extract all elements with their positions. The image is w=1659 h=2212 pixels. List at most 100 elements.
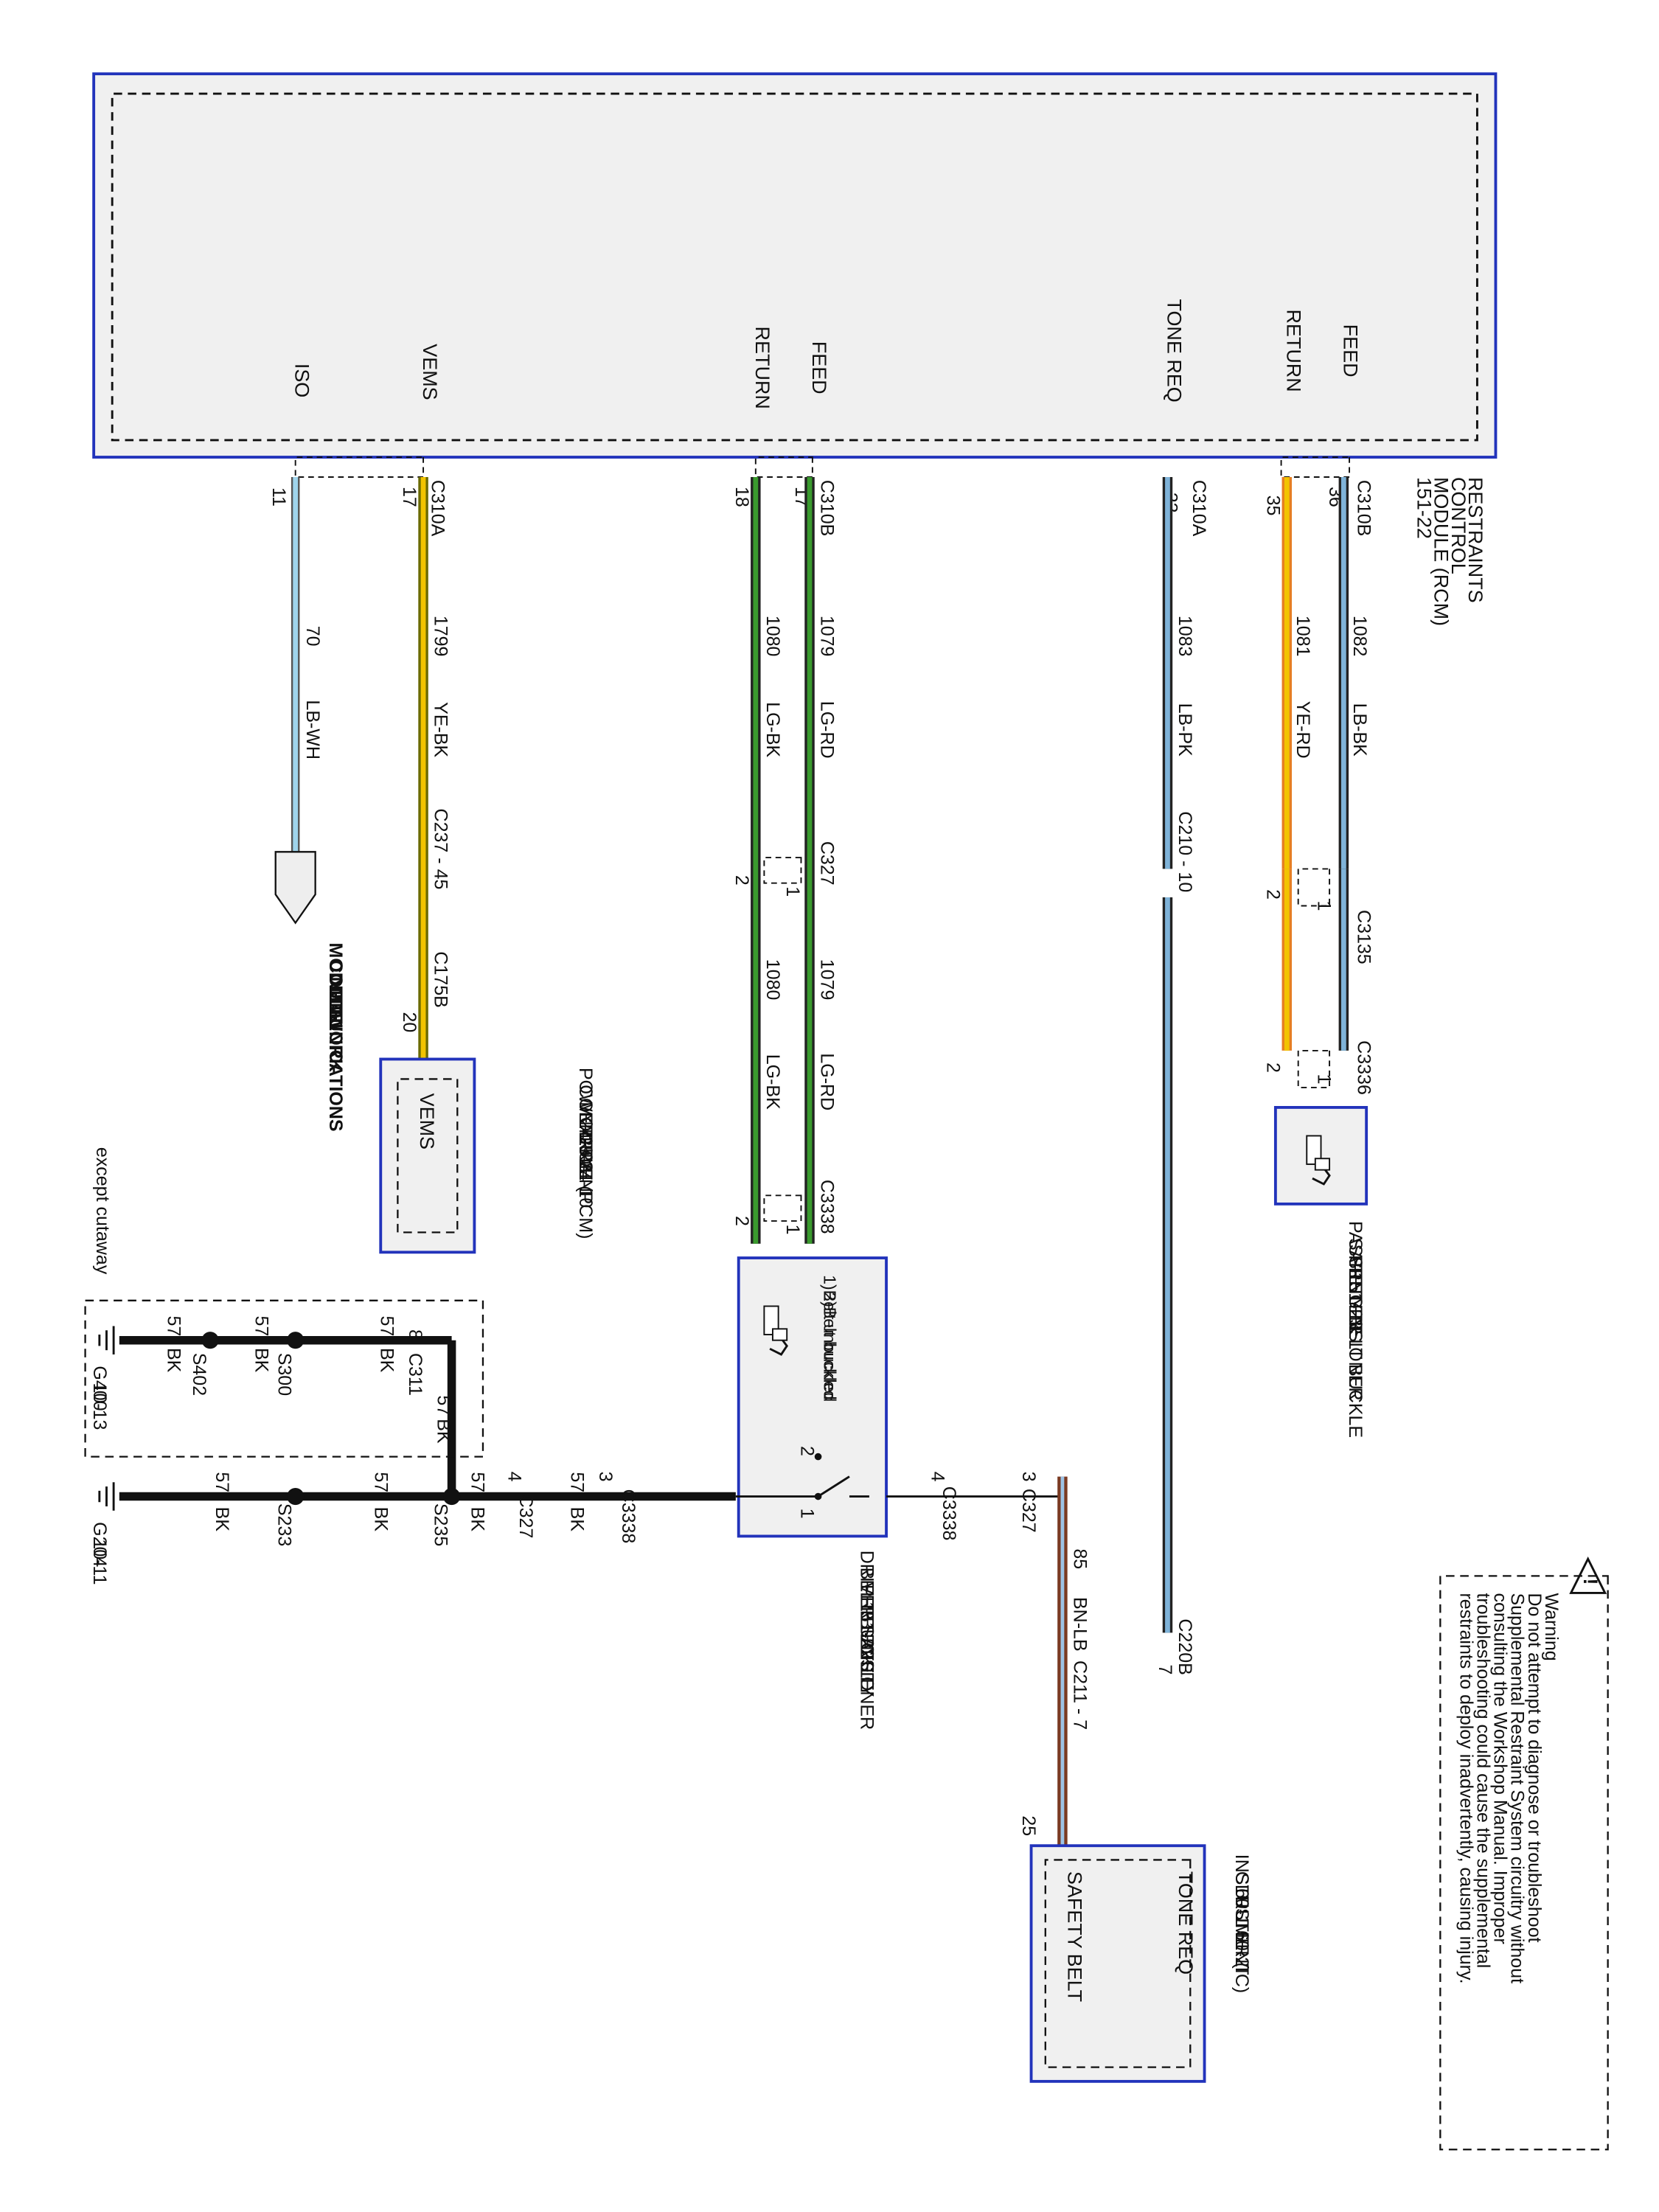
svg-text:C310B: C310B: [1354, 480, 1374, 536]
svg-text:CLUSTER (IC): CLUSTER (IC): [1231, 1871, 1252, 1993]
s233-label: S233: [274, 1503, 295, 1546]
svg-text:!: !: [1579, 1579, 1601, 1585]
gnd-wire-2: 57: [467, 1472, 488, 1492]
c1799-end-pin: 20: [399, 1012, 420, 1032]
svg-text:25-8: 25-8: [575, 1135, 596, 1172]
svg-text:SAFETY BELT BUCKLE: SAFETY BELT BUCKLE: [1345, 1238, 1366, 1438]
c1081-pin: 35: [1262, 495, 1283, 516]
splice-s300: [287, 1332, 305, 1349]
c327-upper-pin-2: 2: [731, 875, 752, 886]
gnd-wire-5: 57: [376, 1316, 397, 1337]
svg-text:CONTROL: CONTROL: [575, 1085, 596, 1175]
c70-pin: 11: [268, 487, 289, 507]
ground-circuit: 3 C3338 4 C327 57 BK 57 BK 57 BK 57 BK S…: [84, 1147, 818, 1585]
c1082-connector: C310B: [1354, 480, 1374, 536]
c1080-color: LG-BK: [762, 702, 783, 757]
mcn-line-2: COMMUNICATIONS: [325, 960, 346, 1132]
svg-text:COMMUNICATIONS: COMMUNICATIONS: [325, 960, 346, 1132]
gnd-wire-6: 57: [251, 1316, 272, 1337]
circuit-85: 4 C3338 3 C327 85 BN-LB C211 - 7 25: [886, 1472, 1090, 1846]
svg-text:troubleshooting could cause th: troubleshooting could cause the suppleme…: [1472, 1593, 1493, 1968]
s402-label: S402: [189, 1353, 209, 1396]
c1080-color-2: LG-BK: [762, 1054, 783, 1110]
svg-text:Warning: Warning: [1541, 1593, 1562, 1660]
driver-legend-1: 1)Belt unbuckled: [820, 1275, 839, 1402]
circuit-70: 11 70 LB-WH MODULE COMMUNICATIONS NETWOR…: [268, 476, 346, 1132]
s235-label: S235: [430, 1503, 451, 1546]
svg-text:DRIVER SAFETY: DRIVER SAFETY: [856, 1551, 877, 1697]
svg-text:NETWORK: NETWORK: [325, 977, 346, 1072]
gnd-c3338-pin: 3: [595, 1472, 616, 1482]
c3338-lower-label: C3338: [939, 1486, 959, 1541]
passenger-pretensioner-line-2: SAFETY BELT BUCKLE: [1345, 1238, 1366, 1438]
c85-color: BN-LB: [1069, 1597, 1090, 1652]
c3135-pin-2: 2: [1262, 889, 1283, 900]
mcn-line-4: 14-1: [325, 994, 346, 1031]
driver-pretensioner: 1)Belt unbuckled 2)Belt buckled 2 1 DRIV…: [737, 1256, 888, 1730]
c1079-connector: C310B: [816, 480, 837, 536]
driver-pretensioner-line-2: BELT BUCKLE: [856, 1568, 877, 1691]
gnd-color-1: BK: [566, 1507, 587, 1532]
network-arrow-icon: [274, 851, 316, 925]
c85-number: 85: [1069, 1548, 1090, 1569]
rcm-pin-iso: ISO: [291, 364, 313, 397]
gnd-c327-pin: 4: [504, 1472, 525, 1482]
warning-box: ! Warning Do not attempt to diagnose or …: [1439, 1557, 1609, 2151]
gnd-color-6: BK: [251, 1348, 272, 1373]
svg-text:BELT BUCKLE: BELT BUCKLE: [856, 1568, 877, 1691]
svg-text:G204: G204: [89, 1522, 110, 1567]
ic-line-1: INSTRUMENT: [1231, 1854, 1252, 1975]
svg-text:14-1: 14-1: [325, 994, 346, 1031]
svg-text:MODULE (PCM): MODULE (PCM): [575, 1102, 596, 1239]
pcm-line-2: CONTROL: [575, 1085, 596, 1175]
c85-start-connector: C327: [1018, 1489, 1039, 1533]
circuit-1083: C310A 23 1083 LB-PK C210 - 10 C220B 7: [1155, 476, 1209, 1675]
c1079-color: LG-RD: [816, 701, 837, 759]
splice-s233: [287, 1487, 305, 1506]
circuit-1082-1081: C310B 36 35 1082 LB-BK 1081 YE-RD C3135 …: [1262, 456, 1374, 1095]
c311-pin: 8: [405, 1329, 425, 1340]
c1082-color: LB-BK: [1349, 703, 1370, 757]
c3338-upper-pin-1: 1: [782, 1225, 803, 1235]
c1079-color-2: LG-RD: [816, 1053, 837, 1110]
c1083-number: 1083: [1175, 616, 1195, 657]
g400-ref: 10-13: [89, 1382, 110, 1430]
ground-symbol-icon: [98, 1482, 115, 1511]
splice-s235: [443, 1487, 461, 1506]
c1799-inline: C237 - 45: [430, 809, 451, 890]
svg-text:PRETENSIONER: PRETENSIONER: [1345, 1255, 1366, 1400]
pcm-pin-vems: VEMS: [416, 1093, 438, 1150]
warning-line-5: troubleshooting could cause the suppleme…: [1472, 1593, 1493, 1968]
svg-text:151-22: 151-22: [856, 1601, 877, 1659]
warning-line-6: restraints to deploy inadvertently, caus…: [1455, 1593, 1476, 1983]
mcn-line-1: MODULE: [325, 943, 346, 1023]
passenger-pretensioner: PASSENGER SAFETY BELT BUCKLE PRETENSIONE…: [1273, 1106, 1368, 1438]
pcm-line-5: 25-8: [575, 1135, 596, 1172]
svg-text:MODULE: MODULE: [325, 943, 346, 1023]
c1079-number-2: 1079: [816, 959, 837, 1001]
c1081-color: YE-RD: [1293, 701, 1313, 759]
gnd-color-2: BK: [467, 1507, 488, 1532]
g400-label: G400: [89, 1366, 110, 1411]
driver-pretensioner-line-1: DRIVER SAFETY: [856, 1551, 877, 1697]
c3338-lower-pin-4: 4: [928, 1472, 948, 1482]
c3338-upper-label: C3338: [816, 1180, 837, 1234]
mcn-line-3: NETWORK: [325, 977, 346, 1072]
gnd-color-7: BK: [163, 1348, 184, 1373]
svg-text:MODULE (RCM): MODULE (RCM): [1430, 477, 1453, 626]
rcm-pin-return-1: RETURN: [1282, 309, 1304, 392]
gnd-wire-1: 57: [566, 1472, 587, 1492]
g204-ref: 10-11: [89, 1539, 110, 1585]
svg-text:PRETENSIONER: PRETENSIONER: [856, 1585, 877, 1730]
c311-label: C311: [405, 1353, 425, 1396]
c1080-number: 1080: [762, 616, 783, 657]
svg-text:151-23: 151-23: [1345, 1272, 1366, 1329]
c1083-end-connector: C220B: [1175, 1618, 1195, 1674]
gnd-wire-4: 57: [212, 1472, 232, 1492]
c70-number: 70: [302, 626, 323, 647]
warning-line-4: consulting the Workshop Manual. Improper: [1490, 1593, 1511, 1944]
svg-text:10-13: 10-13: [89, 1382, 110, 1430]
c85-start-pin: 3: [1018, 1472, 1039, 1482]
svg-text:Supplemental Restraint System: Supplemental Restraint System circuitry …: [1507, 1593, 1528, 1983]
